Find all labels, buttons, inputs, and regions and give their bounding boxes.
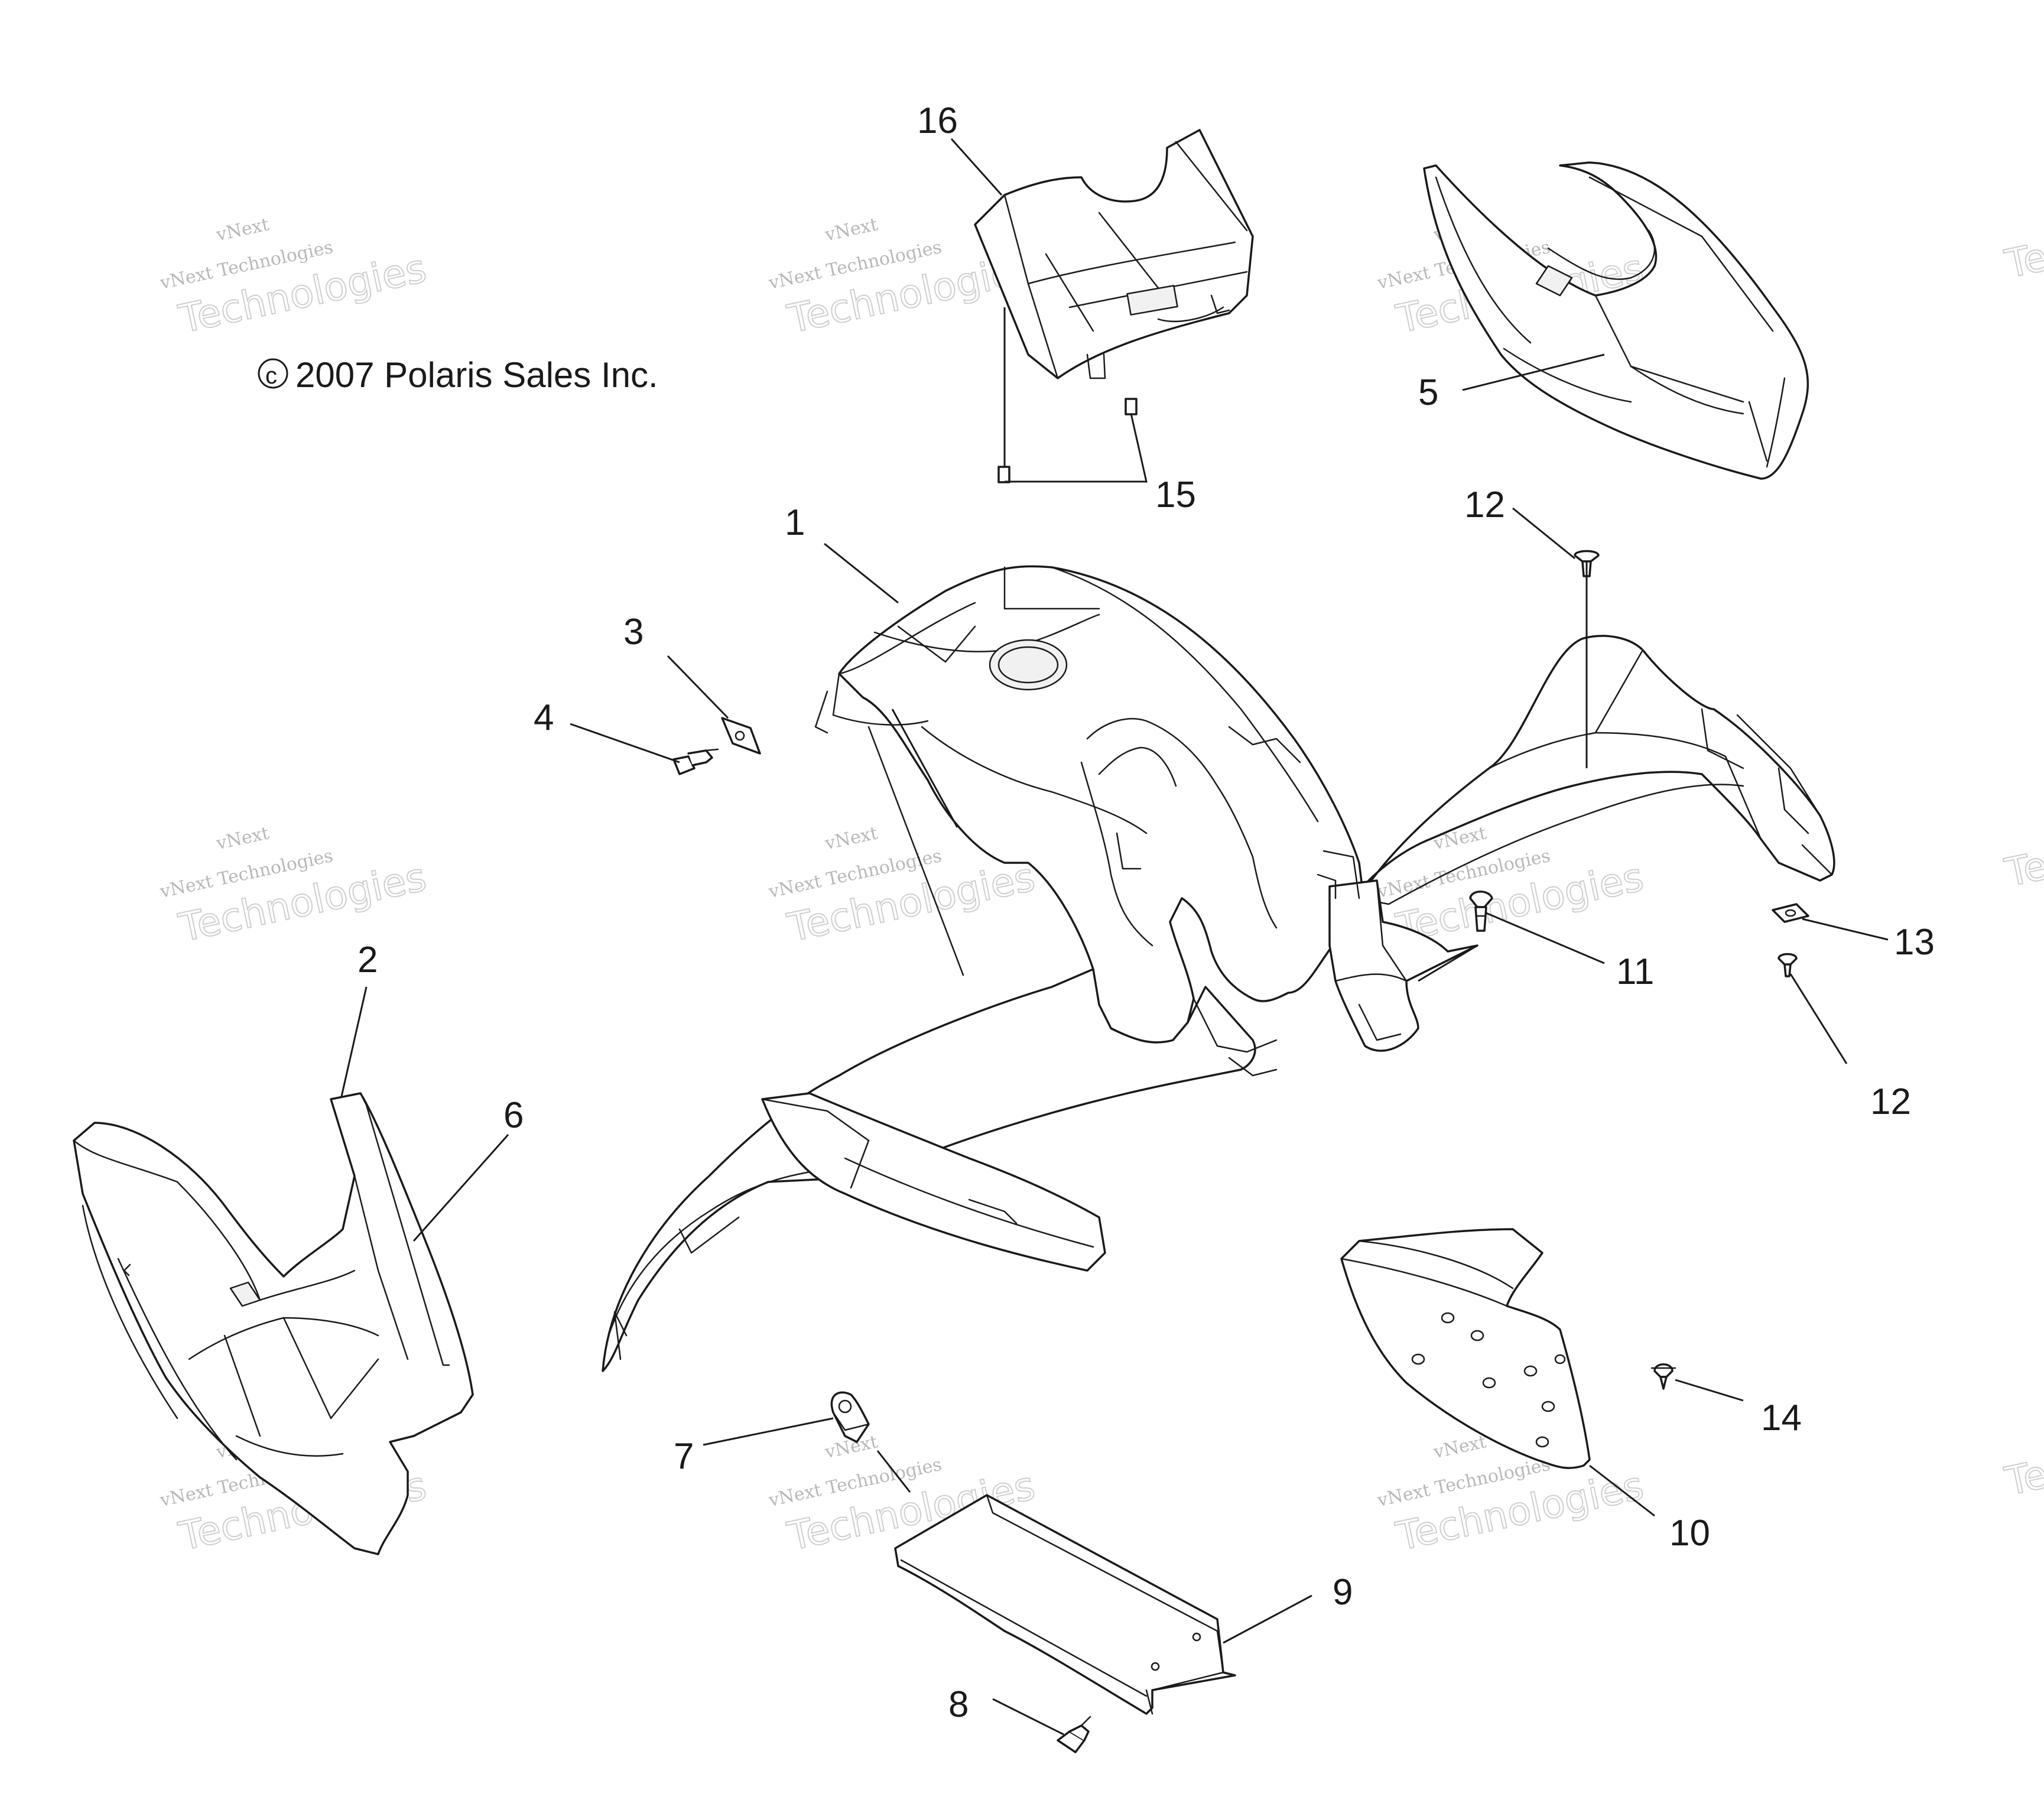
callout-15: 15 bbox=[1155, 475, 1196, 515]
watermark: vNext vNext Technologies Technologies bbox=[158, 823, 431, 951]
callout-7: 7 bbox=[674, 1436, 694, 1477]
part-16-console-cover[interactable] bbox=[974, 129, 1254, 379]
watermark-text-large: Technologies bbox=[2001, 1408, 2044, 1505]
callout-14: 14 bbox=[1761, 1398, 1802, 1438]
watermark-text-top: vNext bbox=[214, 214, 271, 245]
watermark: vNext vNext Technologies Technologies bbox=[158, 214, 431, 343]
leader-14 bbox=[1675, 1379, 1744, 1402]
part-14-screw[interactable] bbox=[1650, 1363, 1676, 1390]
callout-4: 4 bbox=[534, 697, 554, 738]
watermark-text-large: Technologies bbox=[2001, 190, 2044, 287]
leader-7b bbox=[876, 1450, 911, 1493]
leader-1 bbox=[824, 542, 899, 604]
watermark-text-top: vNext bbox=[1431, 1431, 1488, 1463]
copyright-symbol-letter: c bbox=[265, 363, 277, 389]
leader-7 bbox=[703, 1417, 834, 1446]
leader-10 bbox=[1589, 1464, 1655, 1517]
leader-12a bbox=[1512, 507, 1575, 560]
copyright-notice: c 2007 Polaris Sales Inc. bbox=[258, 355, 658, 395]
part-12-lower-rivet[interactable] bbox=[1777, 953, 1798, 977]
leader-12b bbox=[1789, 973, 1848, 1064]
callout-2: 2 bbox=[358, 940, 378, 980]
leader-13 bbox=[1802, 918, 1889, 941]
callout-13: 13 bbox=[1894, 922, 1935, 963]
watermark-text-top: vNext bbox=[823, 823, 879, 854]
callout-10: 10 bbox=[1669, 1513, 1710, 1554]
part-13-washer[interactable] bbox=[1772, 903, 1809, 923]
part-11-push-rivet[interactable] bbox=[1469, 891, 1493, 932]
callout-16: 16 bbox=[917, 100, 958, 141]
callout-9: 9 bbox=[1333, 1572, 1353, 1613]
leader-9 bbox=[1223, 1594, 1312, 1644]
part-8-screw[interactable] bbox=[1057, 1716, 1091, 1753]
part-7-push-clip[interactable] bbox=[830, 1391, 870, 1443]
leader-3 bbox=[667, 655, 729, 719]
leader-4 bbox=[570, 723, 680, 764]
part-10-splash-shield[interactable] bbox=[1340, 1228, 1591, 1469]
copyright-text: 2007 Polaris Sales Inc. bbox=[295, 355, 658, 395]
leader-2 bbox=[340, 986, 368, 1097]
leader-1b bbox=[891, 709, 958, 828]
leader-lines bbox=[340, 138, 1889, 1736]
callout-numbers: 16 15 5 1 3 4 12 11 13 12 2 6 7 8 9 10 1… bbox=[358, 100, 1935, 1725]
callout-12-lower: 12 bbox=[1870, 1081, 1911, 1122]
watermark-edge: Technologies bbox=[2000, 798, 2044, 896]
callout-12-upper: 12 bbox=[1464, 485, 1505, 525]
part-1-front-fender[interactable] bbox=[602, 565, 1835, 1372]
callout-6: 6 bbox=[503, 1095, 524, 1136]
leader-5 bbox=[1462, 353, 1605, 391]
watermark-edge: Technologies bbox=[2000, 190, 2044, 288]
copyright-symbol-ring bbox=[258, 358, 288, 389]
callout-5: 5 bbox=[1418, 372, 1438, 413]
part-6-left-side-panel[interactable] bbox=[73, 1092, 474, 1555]
callout-11: 11 bbox=[1616, 951, 1654, 992]
leader-11b bbox=[1418, 944, 1478, 982]
part-3-clip-nut[interactable] bbox=[721, 717, 761, 755]
part-5-rear-cover[interactable] bbox=[1423, 161, 1809, 480]
callout-3: 3 bbox=[623, 612, 644, 652]
callout-8: 8 bbox=[948, 1684, 969, 1725]
watermark-text-large: Technologies bbox=[2001, 799, 2044, 896]
part-4-screw[interactable] bbox=[672, 748, 719, 775]
part-12-upper-rivet[interactable] bbox=[1574, 550, 1600, 577]
leader-11 bbox=[1486, 912, 1605, 964]
part-15-decals[interactable] bbox=[997, 307, 1148, 483]
callout-1: 1 bbox=[785, 502, 805, 543]
part-9-mount-bracket[interactable] bbox=[894, 1494, 1236, 1715]
leader-16 bbox=[950, 138, 1003, 196]
leader-6 bbox=[412, 1134, 509, 1242]
watermark-text-top: vNext bbox=[823, 214, 879, 245]
leader-8 bbox=[992, 1698, 1064, 1736]
watermark-edge: Technologies bbox=[2000, 1407, 2044, 1505]
watermark-text-top: vNext bbox=[214, 823, 271, 854]
